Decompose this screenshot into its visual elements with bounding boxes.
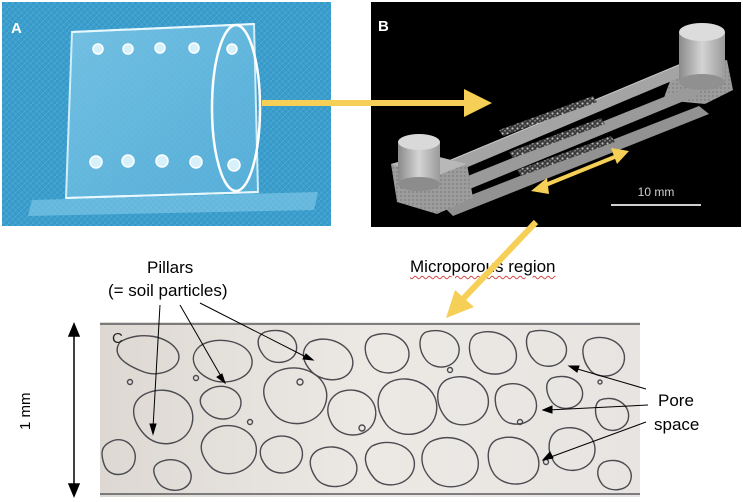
inlet-holes [92,42,238,55]
pillars-label: Pillars [147,258,194,277]
chip-photo [2,2,331,226]
panel-a-photo: A [2,2,331,226]
double-arrow [531,148,629,194]
panel-c-letter: C [112,330,123,347]
vertical-scale-arrow [67,322,81,498]
panel-b-letter: B [378,18,389,35]
pore-sublabel: space [654,415,700,434]
highlight-ellipse [210,23,262,193]
panel-b-render: 10 mm B [371,2,741,227]
pillars-sublabel: (= soil particles) [108,281,228,300]
panel-c-micrograph: C [100,322,640,497]
scale-1mm-label: 1 mm [17,392,34,431]
panel-a-letter: A [11,20,22,37]
device-render: 10 mm [371,2,741,227]
outlet-holes [89,154,241,172]
micrograph [100,322,640,497]
scale-bar-label: 10 mm [638,185,675,199]
microporous-label: Microporous region [410,257,556,276]
pore-label: Pore [658,391,694,410]
